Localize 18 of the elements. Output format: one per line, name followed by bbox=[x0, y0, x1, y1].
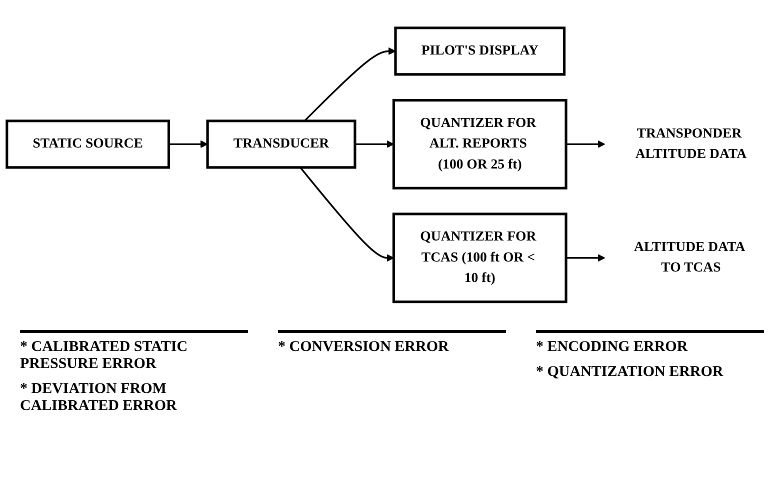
node-text: ALTITUDE DATA TO TCAS bbox=[634, 240, 744, 276]
arrow bbox=[304, 47, 396, 122]
arrow bbox=[354, 140, 394, 148]
arrow bbox=[300, 167, 394, 262]
arrow bbox=[566, 254, 606, 262]
node-text: TRANSPONDER ALTITUDE DATA bbox=[635, 126, 747, 162]
node-box: QUANTIZER FOR ALT. REPORTS (100 OR 25 ft) bbox=[392, 99, 568, 190]
error-note: * DEVIATION FROM CALIBRATED ERROR bbox=[20, 381, 178, 415]
error-note: * ENCODING ERROR bbox=[536, 339, 688, 356]
arrow bbox=[566, 140, 606, 148]
node-box: TRANSDUCER bbox=[206, 120, 356, 169]
error-note: * CALIBRATED STATIC PRESSURE ERROR bbox=[20, 339, 189, 373]
node-box: QUANTIZER FOR TCAS (100 ft OR < 10 ft) bbox=[392, 212, 568, 304]
arrow bbox=[168, 140, 208, 148]
error-note: * CONVERSION ERROR bbox=[278, 339, 449, 356]
node-box: STATIC SOURCE bbox=[6, 120, 170, 169]
node-box: PILOT'S DISPLAY bbox=[394, 26, 566, 76]
error-note: * QUANTIZATION ERROR bbox=[536, 364, 724, 381]
